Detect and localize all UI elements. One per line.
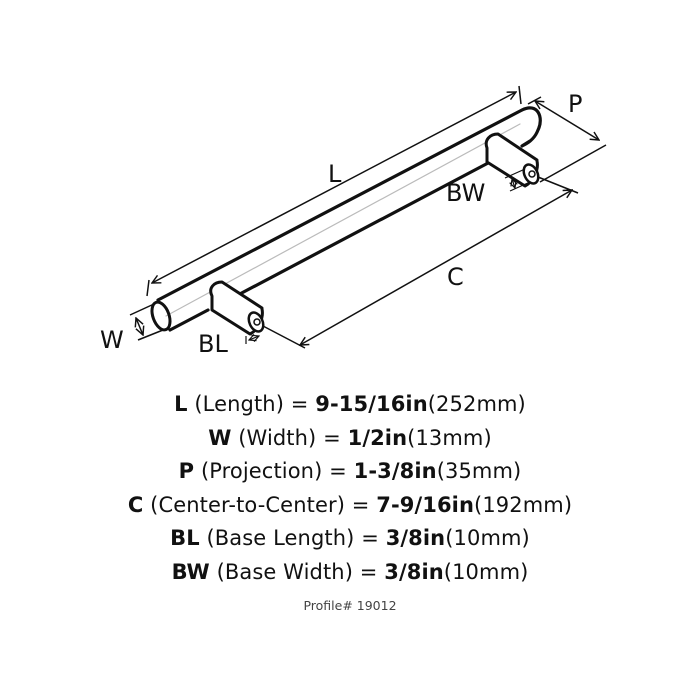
bar-pull-dimension-drawing: L W P C BL BW [100,85,607,358]
length-label: L [328,160,342,188]
base-width-dimension [504,168,531,192]
spec-metric: (10mm) [443,559,529,584]
left-post [209,280,265,336]
spec-name: (Center-to-Center) = [150,492,370,517]
spec-projection: P (Projection) = 1-3/8in(35mm) [0,455,700,489]
center-to-center-label: C [447,263,464,291]
specifications-list: L (Length) = 9-15/16in(252mm) W (Width) … [0,388,700,589]
spec-base-length: BL (Base Length) = 3/8in(10mm) [0,522,700,556]
spec-name: (Base Length) = [206,526,379,550]
spec-imperial: 3/8in [384,559,444,584]
spec-metric: (10mm) [445,526,530,550]
handle-bar [150,106,542,332]
spec-code: P [178,459,195,483]
spec-code: L [174,392,188,416]
spec-imperial: 9-15/16in [315,392,428,416]
spec-width: W (Width) = 1/2in(13mm) [0,422,700,456]
spec-metric: (35mm) [436,459,522,483]
spec-name: (Length) = [194,392,309,416]
right-post [484,132,540,188]
spec-imperial: 1/2in [347,425,408,450]
spec-length: L (Length) = 9-15/16in(252mm) [0,388,700,422]
width-label: W [100,326,124,354]
length-dimension [146,85,522,297]
spec-metric: (13mm) [407,425,492,450]
spec-base-width: BW (Base Width) = 3/8in(10mm) [0,556,700,590]
spec-imperial: 3/8in [385,526,446,550]
spec-code: BL [170,526,200,550]
profile-number: Profile# 19012 [303,598,397,613]
spec-name: (Projection) = [200,459,347,483]
spec-code: W [208,425,232,450]
width-dimension [129,303,169,341]
center-to-center-dimension [262,176,579,349]
spec-metric: (192mm) [474,492,573,517]
spec-name: (Base Width) = [216,559,378,584]
projection-dimension [527,96,607,183]
base-length-dimension [245,336,259,344]
spec-code: C [127,492,144,517]
spec-code: BW [171,559,210,584]
spec-metric: (252mm) [427,392,526,416]
spec-name: (Width) = [238,425,341,450]
base-length-label: BL [198,330,228,358]
projection-label: P [568,90,582,118]
base-width-label: BW [446,179,485,207]
spec-center-to-center: C (Center-to-Center) = 7-9/16in(192mm) [0,489,700,523]
spec-imperial: 1-3/8in [353,459,437,483]
spec-imperial: 7-9/16in [376,492,475,517]
